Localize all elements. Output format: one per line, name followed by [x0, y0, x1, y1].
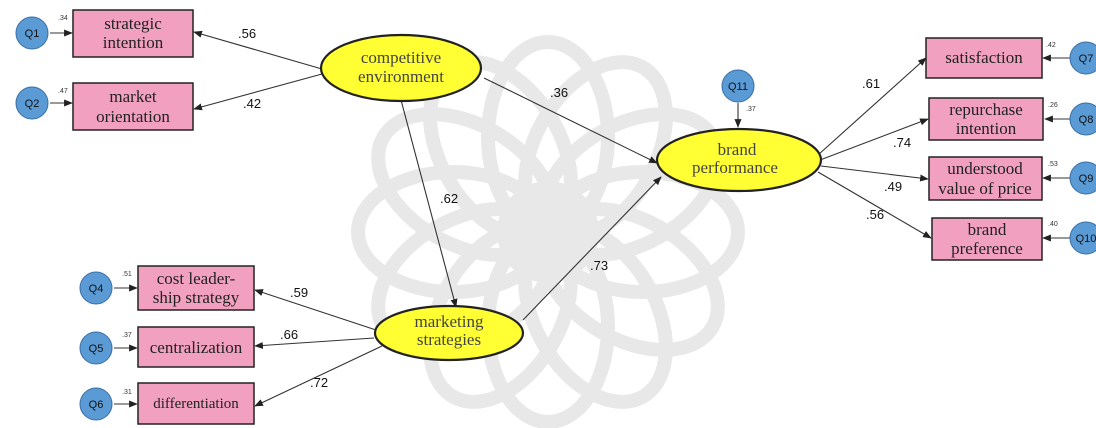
indicator-label-line: preference [951, 239, 1023, 258]
r2-i10: .40 [1048, 221, 1058, 228]
error-label: Q5 [89, 343, 104, 355]
indicator-label-line: differentiation [153, 396, 239, 412]
latent-label-line: performance [692, 158, 778, 177]
r2-brand: .37 [746, 106, 756, 113]
path-marketing-to-brand-performance [522, 176, 662, 321]
error-terms: Q1 Q2 Q4 Q5 Q6 Q7 Q8 Q9 Q10 Q11 [15, 16, 1096, 421]
path-marketing-to-centralization [254, 337, 375, 349]
error-q9: Q9 [1069, 161, 1096, 195]
coef-mkt-i4: .59 [290, 285, 308, 300]
error-label: Q10 [1076, 233, 1096, 245]
indicator-strategic-intention: strategic intention .34 [58, 9, 194, 58]
structural-paths [50, 29, 1070, 408]
path-brand-to-understood-value [820, 165, 929, 182]
indicator-label-line: repurchase [949, 100, 1023, 119]
path-marketing-to-differentiation [254, 345, 383, 407]
error-q4: Q4 [79, 271, 113, 305]
path-competitive-to-brand-performance [483, 77, 658, 164]
coef-comp-i1: .56 [238, 26, 256, 41]
coef-mkt-i6: .72 [310, 375, 328, 390]
latent-label-line: environment [358, 67, 444, 86]
indicator-label-line: market [109, 87, 156, 106]
error-label: Q4 [89, 283, 104, 295]
r2-i1: .34 [58, 15, 68, 22]
error-q5: Q5 [79, 331, 113, 365]
path-brand-to-satisfaction [817, 57, 927, 156]
error-q2: Q2 [15, 86, 49, 120]
indicator-label-line: cost leader- [157, 269, 236, 288]
latent-brand-performance: brand performance .37 [655, 106, 823, 193]
indicator-label-line: orientation [96, 107, 170, 126]
error-q11: Q11 [721, 69, 755, 103]
latent-label-line: marketing [415, 312, 484, 331]
indicator-label-line: strategic [104, 14, 162, 33]
coef-brand-i10: .56 [866, 207, 884, 222]
indicator-label-line: understood [947, 159, 1023, 178]
r2-i5: .37 [122, 332, 132, 339]
indicator-label-line: ship strategy [153, 288, 240, 307]
error-label: Q9 [1079, 173, 1094, 185]
coef-comp-mkt: .62 [440, 191, 458, 206]
r2-i8: .26 [1048, 102, 1058, 109]
path-brand-to-repurchase [819, 118, 929, 161]
watermark-center [497, 181, 599, 283]
error-label: Q2 [25, 98, 40, 110]
indicator-label-line: brand [968, 220, 1007, 239]
path-competitive-to-marketing-strategies [400, 99, 458, 308]
indicator-label-line: satisfaction [945, 48, 1023, 67]
indicator-label-line: intention [103, 33, 164, 52]
indicator-label-line: centralization [150, 338, 243, 357]
r2-i2: .47 [58, 88, 68, 95]
indicator-label-line: intention [956, 119, 1017, 138]
latent-marketing-strategies: marketing strategies [373, 304, 525, 362]
error-q6: Q6 [79, 387, 113, 421]
error-q7: Q7 [1069, 41, 1096, 75]
r2-i6: .31 [122, 389, 132, 396]
r2-i9: .53 [1048, 161, 1058, 168]
path-competitive-to-market-orientation [193, 73, 323, 111]
latent-label-line: brand [718, 140, 757, 159]
error-label: Q8 [1079, 114, 1094, 126]
error-q1: Q1 [15, 16, 49, 50]
coef-mkt-brand: .73 [590, 258, 608, 273]
error-label: Q11 [728, 81, 748, 93]
coef-brand-i8: .74 [893, 135, 911, 150]
r2-i7: .42 [1046, 42, 1056, 49]
indicator-repurchase-intention: repurchase intention .26 [928, 97, 1058, 141]
error-label: Q6 [89, 399, 104, 411]
r2-i4: .51 [122, 271, 132, 278]
error-label: Q7 [1079, 53, 1094, 65]
coef-comp-i2: .42 [243, 96, 261, 111]
coefficient-labels: .56 .42 .36 .62 .73 .59 .66 .72 .61 .74 … [238, 26, 911, 390]
indicator-centralization: centralization .37 [122, 326, 255, 368]
path-brand-to-brand-preference [817, 171, 932, 239]
latent-competitive-environment: competitive environment [319, 33, 483, 103]
error-q10: Q10 [1069, 221, 1096, 255]
indicator-differentiation: differentiation .31 [122, 382, 255, 425]
coef-comp-brand: .36 [550, 85, 568, 100]
error-label: Q1 [25, 28, 40, 40]
indicator-label-line: value of price [938, 179, 1031, 198]
coef-mkt-i5: .66 [280, 327, 298, 342]
indicator-brand-preference: brand preference .40 [931, 217, 1058, 261]
indicator-satisfaction: satisfaction .42 [925, 37, 1056, 79]
path-competitive-to-strategic-intention [193, 30, 323, 70]
path-marketing-to-cost-leadership [254, 289, 377, 331]
error-q8: Q8 [1069, 102, 1096, 136]
coef-brand-i9: .49 [884, 179, 902, 194]
indicator-market-orientation: market orientation .47 [58, 82, 194, 131]
indicator-understood-value: understood value of price .53 [928, 156, 1058, 201]
latent-label-line: competitive [361, 48, 441, 67]
latent-label-line: strategies [417, 330, 481, 349]
coef-brand-i7: .61 [862, 76, 880, 91]
indicator-cost-leadership: cost leader- ship strategy .51 [122, 265, 255, 311]
